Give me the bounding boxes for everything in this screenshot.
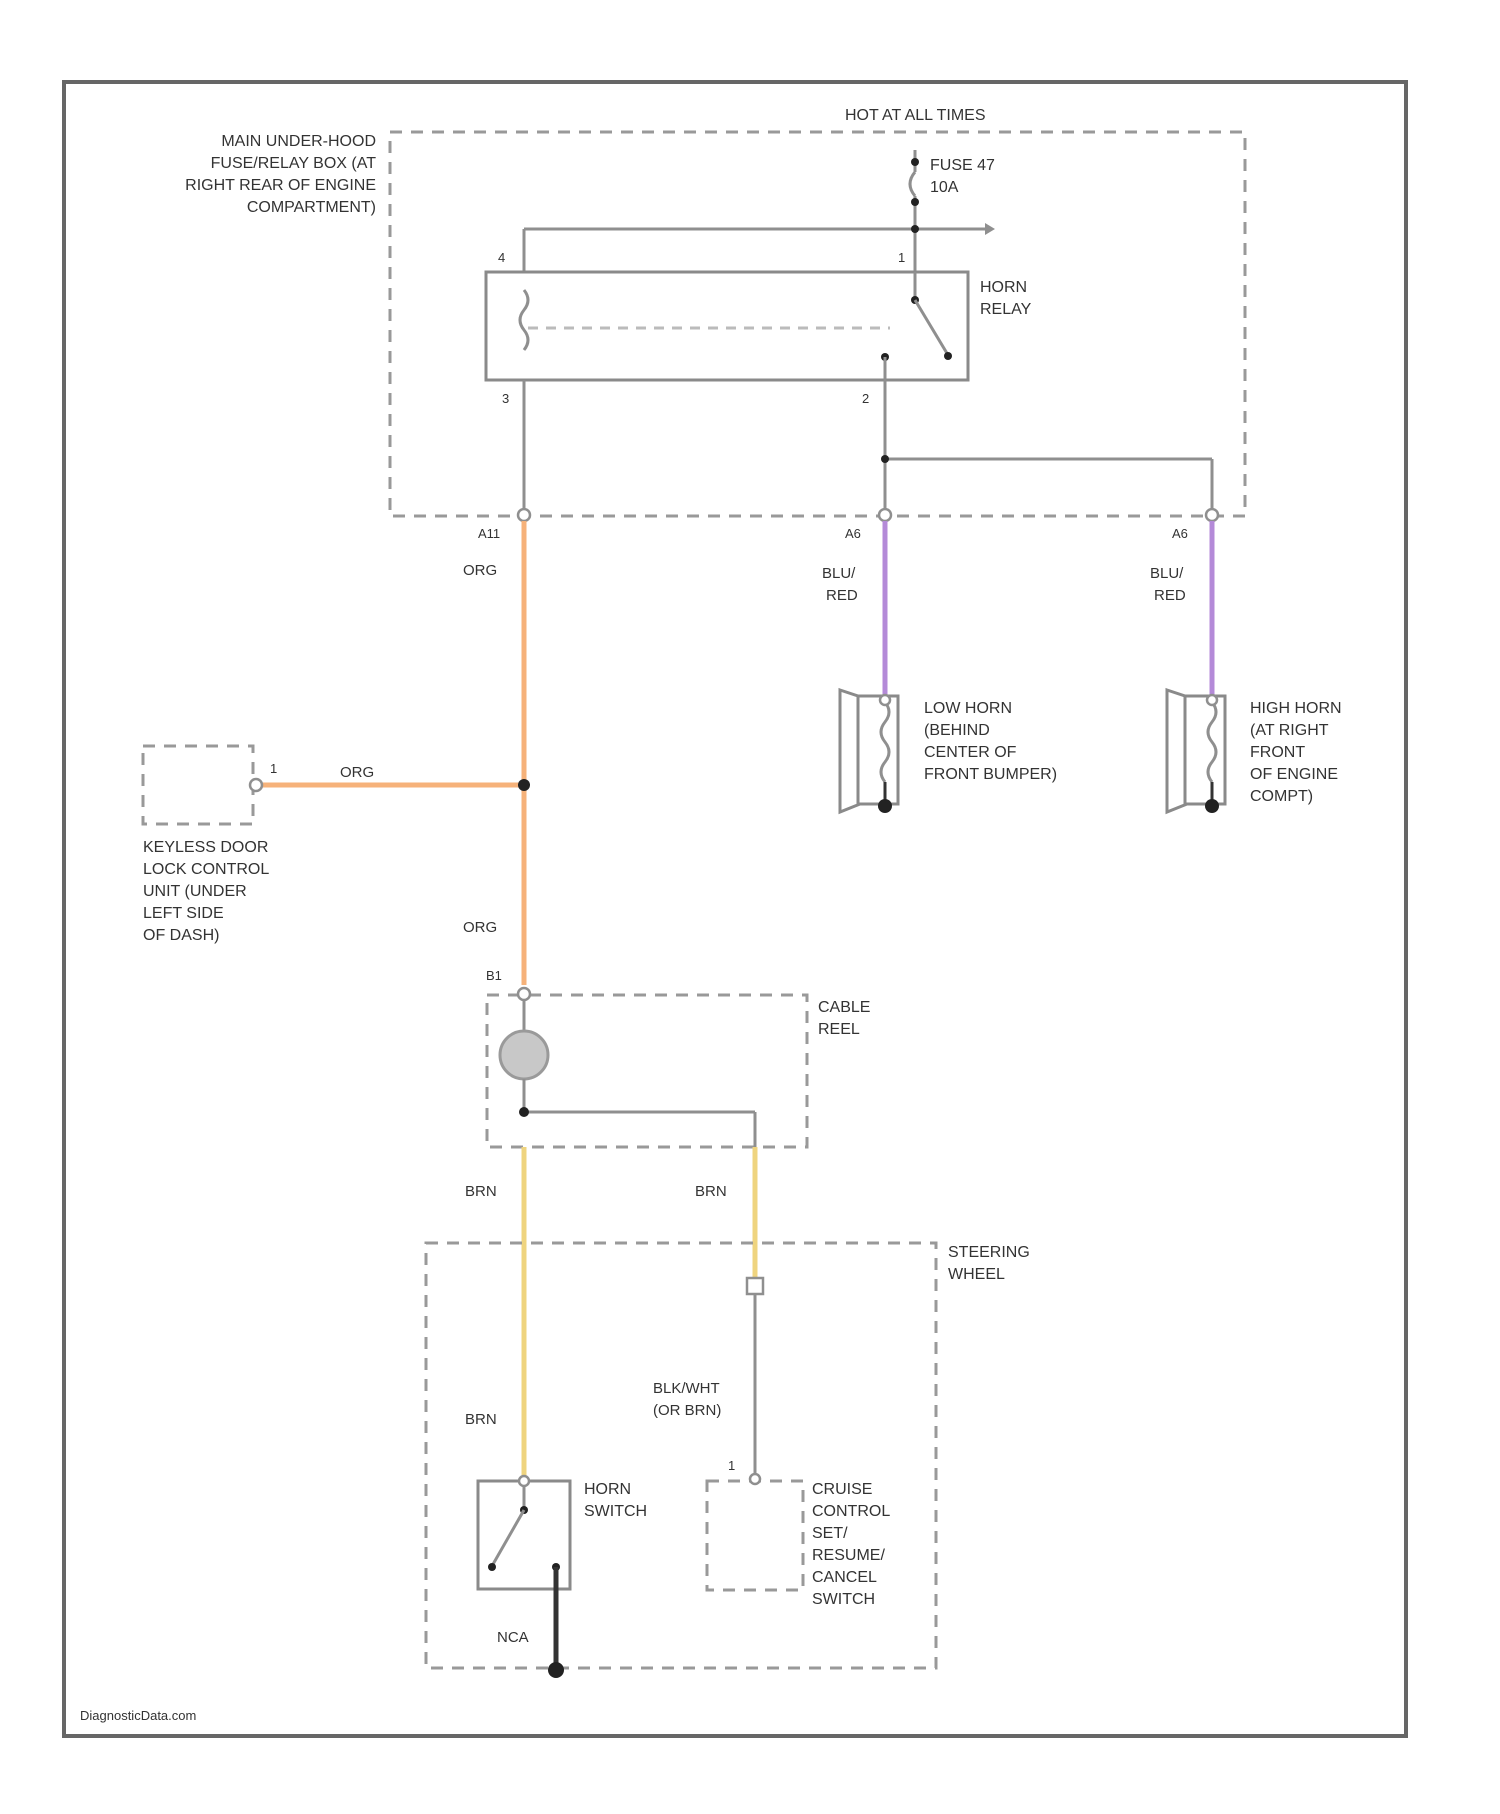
horn-relay-label-2: RELAY: [980, 301, 1032, 318]
connector-a11: [518, 509, 530, 521]
org-label-a: ORG: [463, 562, 497, 579]
blk-wht-label-1: BLK/WHT: [653, 1380, 720, 1397]
low-horn-label-4: FRONT BUMPER): [924, 766, 1057, 783]
keyless-pin-label: 1: [270, 761, 277, 776]
org-label-b: ORG: [340, 764, 374, 781]
hot-at-all-times-label: HOT AT ALL TIMES: [845, 107, 986, 124]
relay-pin-4: 4: [498, 250, 505, 265]
horn-relay-label-1: HORN: [980, 279, 1027, 296]
horn-switch-label-1: HORN: [584, 1481, 631, 1498]
low-horn-icon: [840, 690, 898, 813]
blu-red-low-label-1: BLU/: [822, 565, 856, 582]
pin-a11-label: A11: [478, 526, 500, 541]
blu-red-high-label-2: RED: [1154, 587, 1186, 604]
fuse-box-label-2: FUSE/RELAY BOX (AT: [211, 155, 377, 172]
brn-label-3: BRN: [465, 1411, 497, 1428]
cable-reel-label-2: REEL: [818, 1021, 860, 1038]
pin-a6-low-label: A6: [845, 526, 861, 541]
high-horn-label-3: FRONT: [1250, 744, 1305, 761]
fuse-47: [910, 150, 919, 272]
cruise-pin-connector: [750, 1474, 760, 1484]
cruise-label-6: SWITCH: [812, 1591, 875, 1608]
fuse-box-label-3: RIGHT REAR OF ENGINE: [185, 177, 376, 194]
keyless-unit-box: [143, 746, 253, 824]
cruise-label-3: SET/: [812, 1525, 848, 1542]
footer-watermark: DiagnosticData.com: [80, 1708, 196, 1723]
keyless-pin-connector: [250, 779, 262, 791]
nca-label: NCA: [497, 1629, 529, 1646]
cable-reel-label-1: CABLE: [818, 999, 870, 1016]
org-wire-group: [262, 521, 524, 985]
brn-label-2: BRN: [695, 1183, 727, 1200]
connector-a6-high: [1206, 509, 1218, 521]
keyless-label-1: KEYLESS DOOR: [143, 839, 268, 856]
steering-wheel-label-2: WHEEL: [948, 1266, 1005, 1283]
keyless-label-4: LEFT SIDE: [143, 905, 224, 922]
blu-red-low-label-2: RED: [826, 587, 858, 604]
low-horn-label-1: LOW HORN: [924, 700, 1012, 717]
cruise-label-1: CRUISE: [812, 1481, 872, 1498]
horn-relay-body: [486, 272, 968, 380]
connector-a6-low: [879, 509, 891, 521]
fuse-box-label-4: COMPARTMENT): [247, 199, 376, 216]
branch-arrow-icon: [985, 223, 995, 235]
horn-switch-label-2: SWITCH: [584, 1503, 647, 1520]
cruise-inline-connector: [747, 1278, 763, 1294]
fuse-label-1: FUSE 47: [930, 157, 995, 174]
relay-pin-3: 3: [502, 391, 509, 406]
pin-b1-label: B1: [486, 968, 502, 983]
org-splice: [518, 779, 530, 791]
ground-terminal: [548, 1662, 564, 1678]
cable-reel-icon: [500, 1031, 548, 1079]
blu-red-high-label-1: BLU/: [1150, 565, 1184, 582]
org-label-c: ORG: [463, 919, 497, 936]
cruise-label-2: CONTROL: [812, 1503, 890, 1520]
brn-label-1: BRN: [465, 1183, 497, 1200]
fuse-label-2: 10A: [930, 179, 959, 196]
cruise-switch-box: [707, 1481, 803, 1590]
fuse-box-label-1: MAIN UNDER-HOOD: [221, 133, 376, 150]
relay-pin-2: 2: [862, 391, 869, 406]
high-horn-icon: [1167, 690, 1225, 813]
cruise-label-5: CANCEL: [812, 1569, 877, 1586]
low-horn-label-2: (BEHIND: [924, 722, 990, 739]
connector-b1: [518, 988, 530, 1000]
blk-wht-label-2: (OR BRN): [653, 1402, 721, 1419]
high-horn-label-5: COMPT): [1250, 788, 1313, 805]
high-horn-label-2: (AT RIGHT: [1250, 722, 1329, 739]
keyless-label-5: OF DASH): [143, 927, 219, 944]
keyless-label-3: UNIT (UNDER: [143, 883, 247, 900]
cruise-label-4: RESUME/: [812, 1547, 885, 1564]
cruise-pin-label: 1: [728, 1458, 735, 1473]
relay-pin-1: 1: [898, 250, 905, 265]
steering-wheel-label-1: STEERING: [948, 1244, 1030, 1261]
keyless-label-2: LOCK CONTROL: [143, 861, 269, 878]
low-horn-label-3: CENTER OF: [924, 744, 1017, 761]
high-horn-label-4: OF ENGINE: [1250, 766, 1338, 783]
high-horn-label-1: HIGH HORN: [1250, 700, 1342, 717]
pin-a6-high-label: A6: [1172, 526, 1188, 541]
